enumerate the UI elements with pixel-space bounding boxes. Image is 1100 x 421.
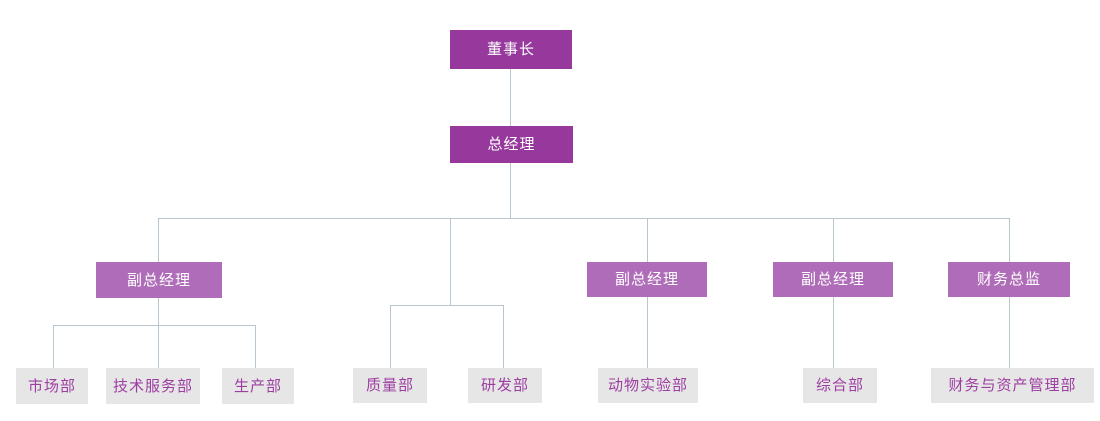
connector-rail-cfo <box>1009 218 1010 262</box>
org-node-finance-asset-dept: 财务与资产管理部 <box>931 368 1094 403</box>
org-node-deputy-gm-1: 副总经理 <box>96 262 222 298</box>
org-node-general-manager: 总经理 <box>450 126 573 163</box>
connector-rail-deputy3 <box>833 218 834 262</box>
connector-general-affairs-drop <box>833 297 834 368</box>
org-node-chairman: 董事长 <box>450 30 572 69</box>
connector-rail-qc-branch <box>450 218 451 305</box>
connector-qc-rail <box>390 305 503 306</box>
org-node-tech-service-dept: 技术服务部 <box>106 368 200 404</box>
connector-marketing-drop <box>53 325 54 368</box>
connector-quality-drop <box>390 305 391 368</box>
connector-deputy1-drop <box>158 298 159 368</box>
connector-main-rail <box>158 218 1010 219</box>
connector-rnd-drop <box>503 305 504 368</box>
org-node-finance-director: 财务总监 <box>948 262 1070 297</box>
connector-finance-asset-drop <box>1009 297 1010 368</box>
connector-rail-deputy1 <box>158 218 159 262</box>
org-node-quality-dept: 质量部 <box>353 368 427 403</box>
org-node-deputy-gm-2: 副总经理 <box>587 262 707 297</box>
org-node-production-dept: 生产部 <box>222 368 294 404</box>
connector-deputy1-rail <box>53 325 255 326</box>
connector-production-drop <box>255 325 256 368</box>
connector-gm-rail <box>510 163 511 218</box>
org-node-rnd-dept: 研发部 <box>468 368 542 403</box>
connector-rail-deputy2 <box>647 218 648 262</box>
org-node-animal-lab-dept: 动物实验部 <box>598 368 698 403</box>
connector-animal-lab-drop <box>647 297 648 368</box>
org-node-general-affairs-dept: 综合部 <box>803 368 877 403</box>
org-node-marketing-dept: 市场部 <box>16 368 88 404</box>
org-node-deputy-gm-3: 副总经理 <box>773 262 893 297</box>
connector-chairman-gm <box>510 69 511 126</box>
